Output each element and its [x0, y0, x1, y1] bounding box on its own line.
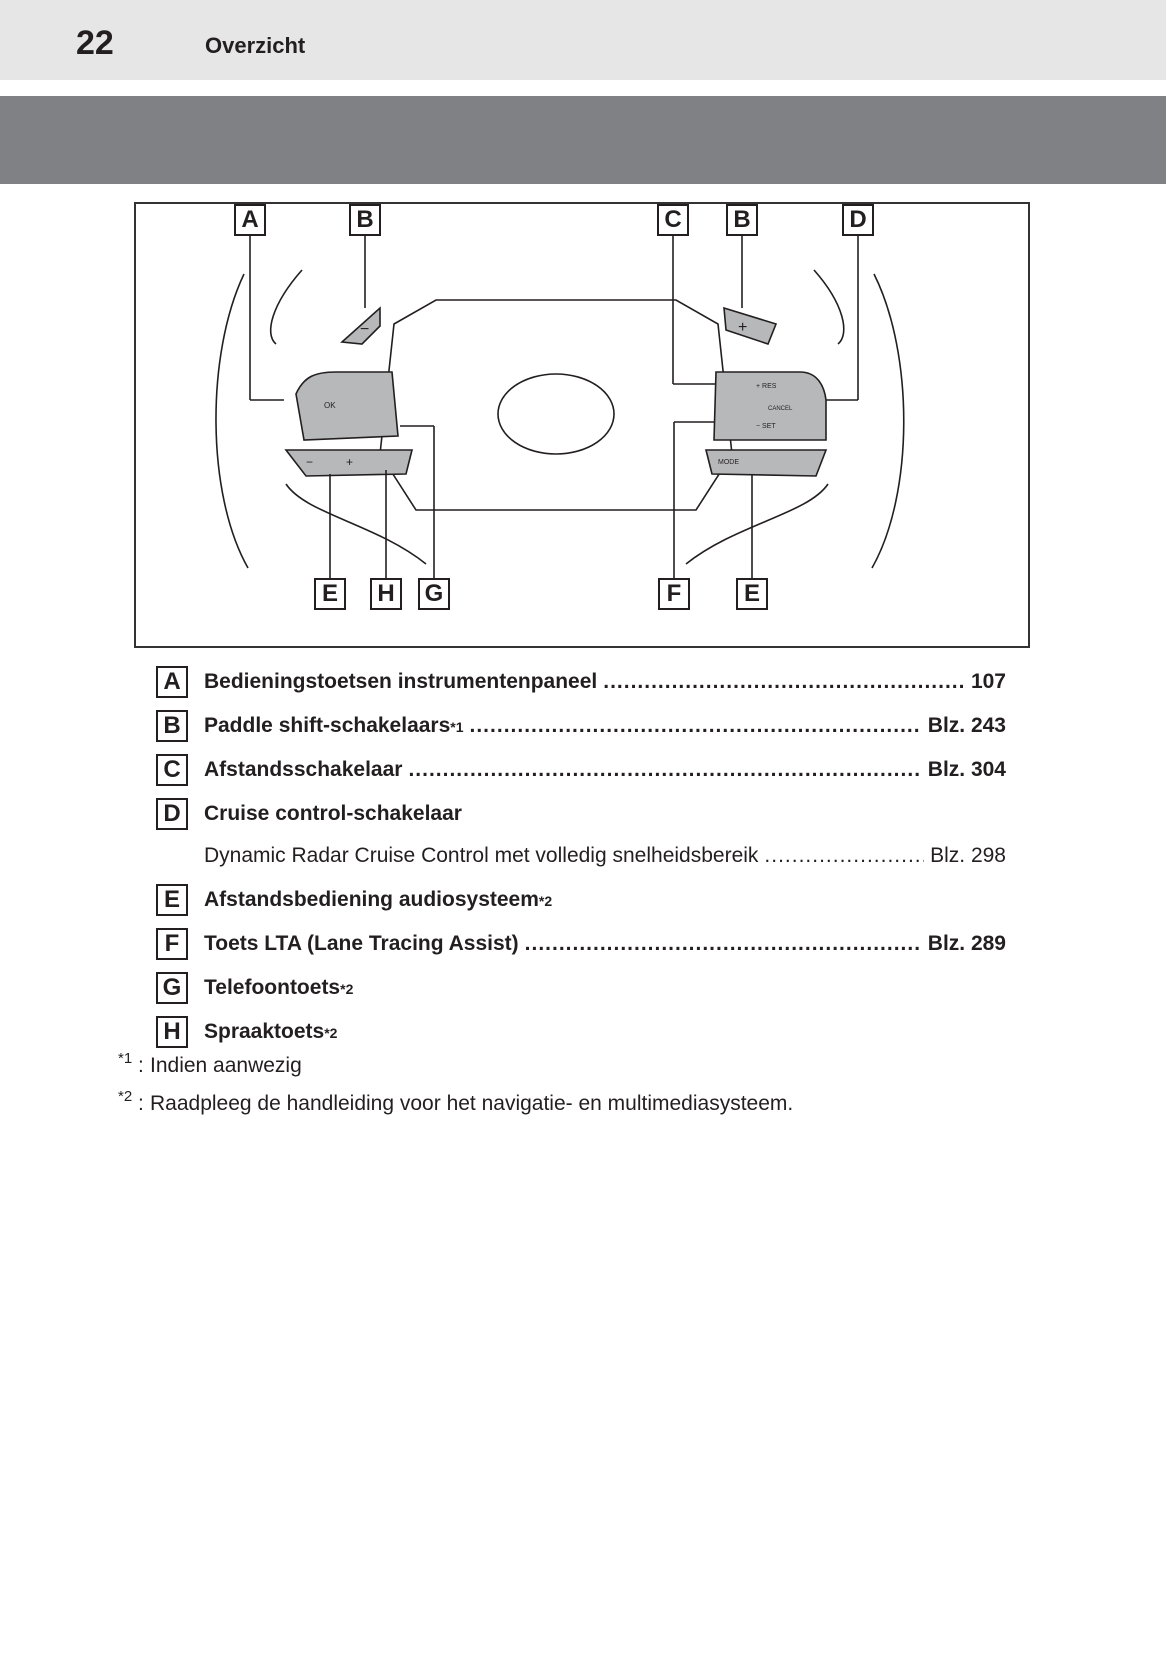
item-title: Spraaktoets: [204, 1020, 325, 1043]
paddle-left: [340, 306, 381, 345]
item-page: Blz. 298: [930, 844, 1006, 867]
rim-left-inner: [269, 269, 303, 345]
spoke-left: [285, 483, 427, 565]
list-item: C Afstandsschakelaar Blz. 304: [156, 752, 1006, 796]
legend-list: A Bedieningstoetsen instrumentenpaneel 10…: [156, 664, 1006, 1058]
callout-f: F: [658, 578, 690, 610]
hub: [379, 299, 733, 511]
footnote-mark: *1: [118, 1050, 133, 1067]
item-page: Blz. 289: [927, 932, 1006, 955]
list-item: B Paddle shift-schakelaars*1Blz. 243: [156, 708, 1006, 752]
item-page: Blz. 304: [927, 758, 1006, 781]
spoke-right: [685, 483, 829, 565]
paddle-plus-label: +: [738, 319, 747, 336]
callout-a: A: [234, 204, 266, 236]
item-letter: D: [156, 798, 188, 830]
item-page: Blz. 243: [927, 714, 1006, 737]
footnote-text: Raadpleeg de handleiding voor het naviga…: [150, 1092, 794, 1115]
left-lower-panel: [284, 449, 414, 477]
callout-b-right: B: [726, 204, 758, 236]
right-switch-panel: [713, 371, 827, 441]
item-title: Bedieningstoetsen instrumentenpaneel: [204, 670, 598, 693]
item-title: Cruise control-schakelaar: [204, 802, 462, 825]
cancel-label: CANCEL: [768, 406, 793, 412]
list-item: F Toets LTA (Lane Tracing Assist) Blz. 28…: [156, 926, 1006, 970]
callout-e-right: E: [736, 578, 768, 610]
callout-c: C: [657, 204, 689, 236]
page-header: 22 Overzicht: [0, 0, 1166, 80]
item-page: 107: [970, 670, 1006, 693]
item-title: Afstandsschakelaar: [204, 758, 403, 781]
left-switch-panel: [295, 371, 399, 441]
callout-e-left: E: [314, 578, 346, 610]
item-title: Dynamic Radar Cruise Control met volledi…: [204, 844, 759, 867]
item-title: Paddle shift-schakelaars: [204, 714, 451, 737]
item-title: Afstandsbediening audiosysteem: [204, 888, 539, 911]
mode-label: MODE: [718, 459, 739, 466]
volume-minus-label: −: [306, 455, 313, 469]
list-item: H Spraaktoets*2: [156, 1014, 1006, 1058]
item-title: Toets LTA (Lane Tracing Assist): [204, 932, 519, 955]
item-letter: C: [156, 754, 188, 786]
callout-g: G: [418, 578, 450, 610]
callout-b-left: B: [349, 204, 381, 236]
item-title: Telefoontoets: [204, 976, 341, 999]
list-item: E Afstandsbediening audiosysteem*2: [156, 882, 1006, 926]
steering-wheel-illustration: OK + RES CANCEL − SET MODE − + − +: [215, 234, 905, 578]
set-label: − SET: [756, 423, 776, 430]
item-letter: B: [156, 710, 188, 742]
ok-button-label: OK: [324, 401, 336, 410]
res-label: + RES: [756, 383, 777, 390]
volume-plus-label: +: [346, 455, 353, 469]
rim-left: [215, 273, 249, 569]
footnote-text: Indien aanwezig: [150, 1054, 302, 1077]
horn-emblem: [497, 373, 615, 455]
item-letter: H: [156, 1016, 188, 1048]
item-letter: G: [156, 972, 188, 1004]
paddle-right: [723, 306, 778, 345]
paddle-minus-label: −: [360, 321, 369, 338]
right-lower-panel: [704, 449, 828, 477]
section-title: Overzicht: [205, 33, 306, 58]
footnote-mark: *2: [118, 1088, 133, 1105]
list-item: A Bedieningstoetsen instrumentenpaneel 10…: [156, 664, 1006, 708]
list-subitem: Dynamic Radar Cruise Control met volledi…: [156, 840, 1006, 882]
item-letter: F: [156, 928, 188, 960]
rim-right-inner: [813, 269, 845, 345]
title-band: [0, 96, 1166, 184]
callout-d: D: [842, 204, 874, 236]
page-number: 22: [76, 24, 114, 62]
item-letter: E: [156, 884, 188, 916]
item-letter: A: [156, 666, 188, 698]
list-item: D Cruise control-schakelaar: [156, 796, 1006, 840]
list-item: G Telefoontoets*2: [156, 970, 1006, 1014]
callout-h: H: [370, 578, 402, 610]
steering-wheel-figure: OK + RES CANCEL − SET MODE − + − + A B C…: [134, 202, 1030, 648]
rim-right: [871, 273, 905, 569]
